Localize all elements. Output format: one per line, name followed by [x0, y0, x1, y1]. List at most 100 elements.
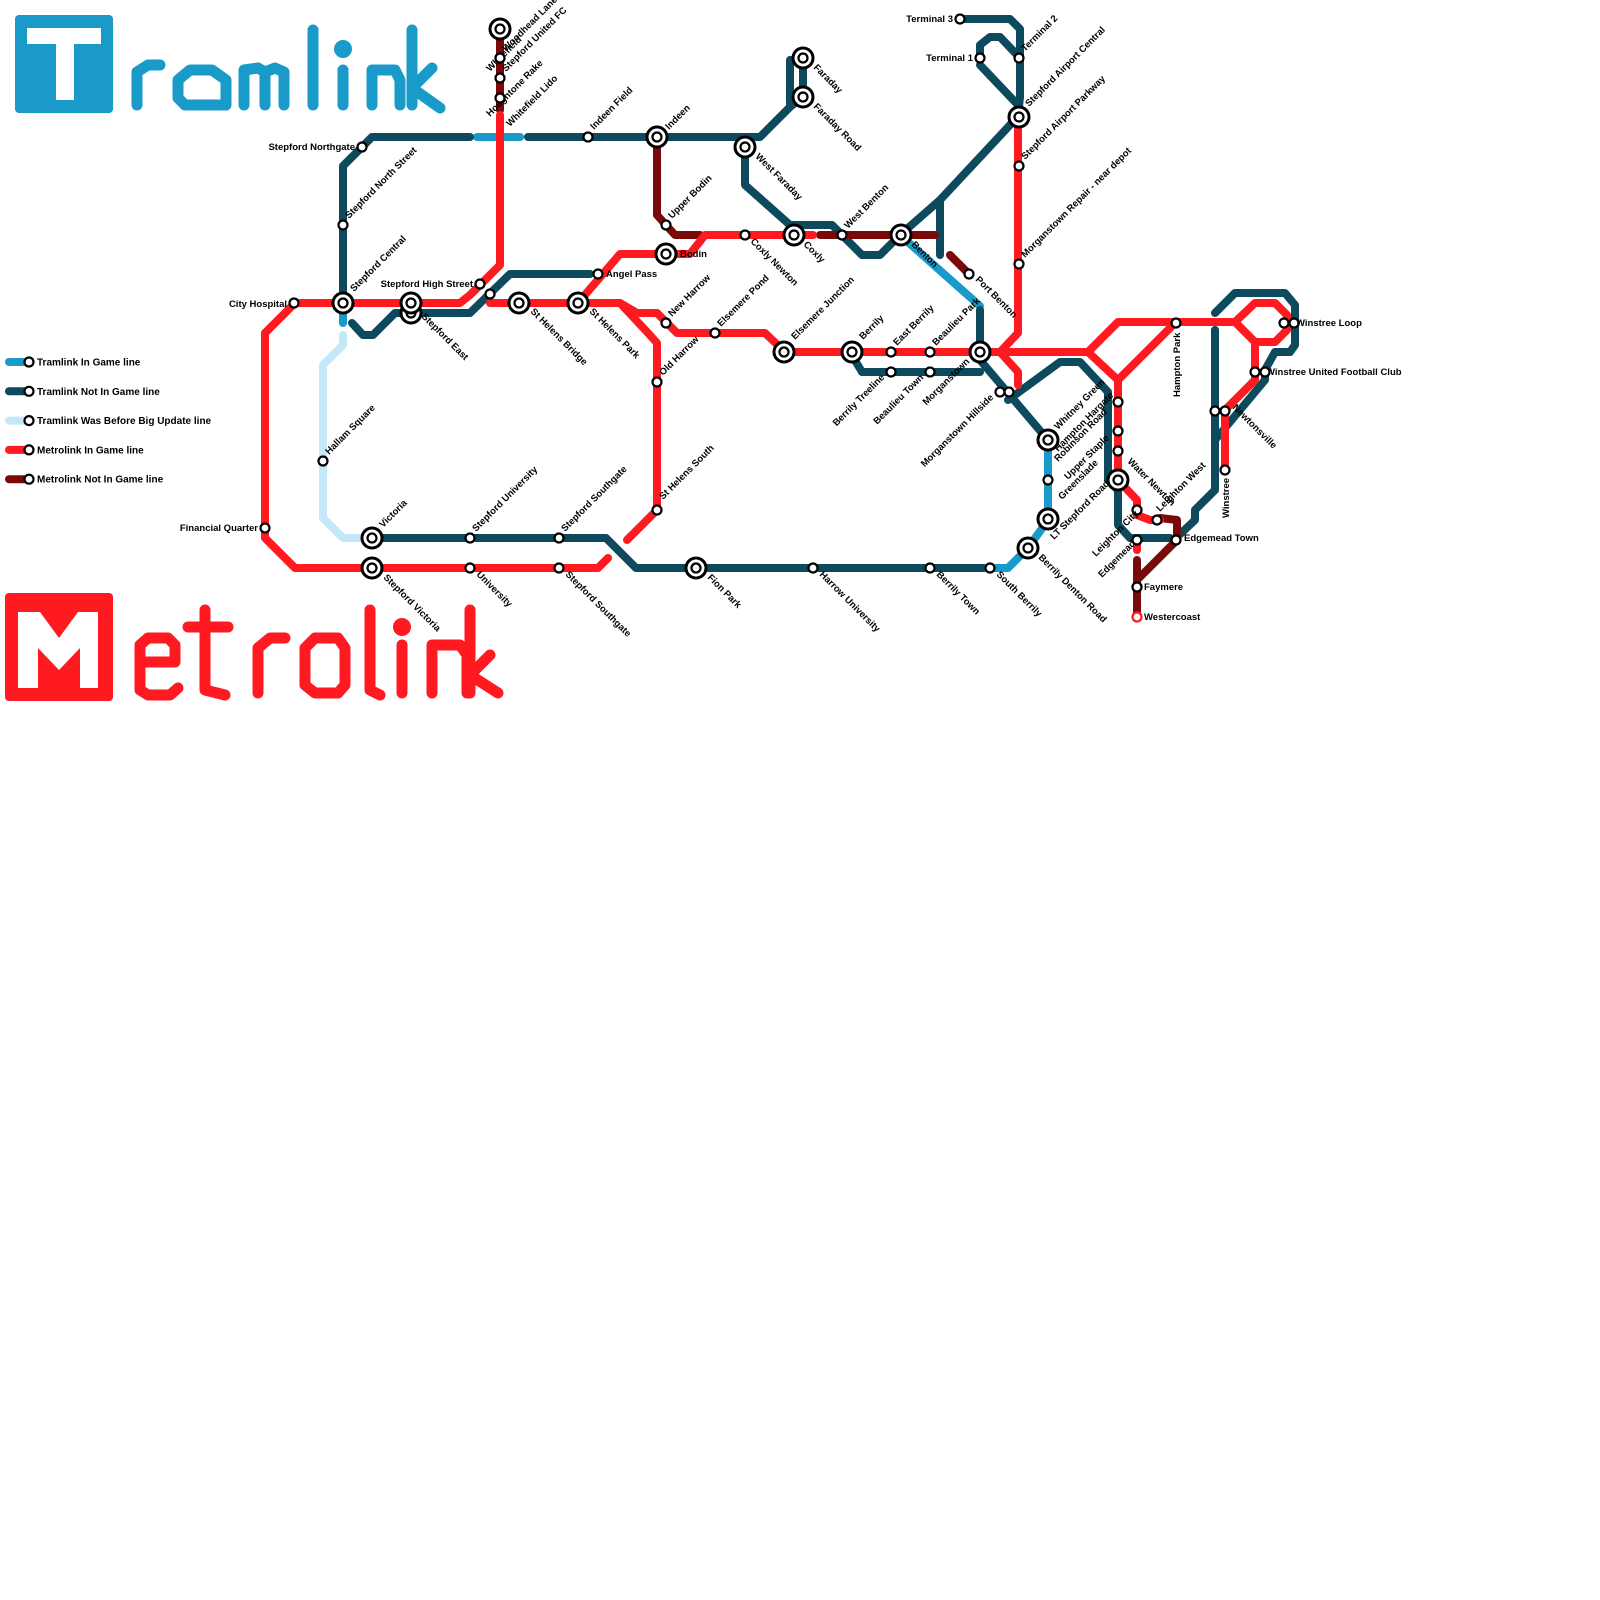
station-marker[interactable]: [1013, 160, 1025, 172]
station-upper-bodin[interactable]: Upper Bodin: [660, 173, 715, 231]
station-marker[interactable]: [337, 219, 349, 231]
station-elsemere-pond[interactable]: Elsemere Pond: [709, 273, 772, 339]
station-marker[interactable]: [1131, 611, 1143, 623]
station-marker-extra-1[interactable]: [484, 288, 496, 300]
station-marker[interactable]: [1249, 366, 1261, 378]
station-marker[interactable]: [885, 346, 897, 358]
station-marker[interactable]: [924, 366, 936, 378]
station-city-hospital[interactable]: City Hospital: [229, 297, 300, 311]
station-marker[interactable]: [1013, 258, 1025, 270]
station-label: Berrily: [857, 313, 887, 343]
station-marker[interactable]: [885, 366, 897, 378]
station-stepford-southgate[interactable]: Stepford Southgate: [553, 562, 633, 640]
interchange-inner: [797, 91, 809, 103]
station-marker[interactable]: [709, 327, 721, 339]
station-marker[interactable]: [592, 268, 604, 280]
line-metro-in-game-35: [1221, 299, 1291, 474]
station-label: Beaulieu Park: [930, 295, 983, 348]
station-angel-pass[interactable]: Angel Pass: [592, 268, 658, 280]
station-marker-extra-5[interactable]: [1209, 405, 1221, 417]
logos: [5, 15, 504, 701]
station-winstree-united-football-club[interactable]: Winstree United Football Club: [1249, 366, 1402, 378]
station-westercoast[interactable]: Westercoast: [1131, 611, 1202, 623]
station-marker[interactable]: [1151, 514, 1163, 526]
station-label: Terminal 2: [1019, 13, 1060, 54]
station-stepford-northgate[interactable]: Stepford Northgate: [268, 141, 368, 153]
station-marker[interactable]: [494, 52, 506, 64]
station-stepford-southgate[interactable]: Stepford Southgate: [553, 464, 630, 544]
station-label: Faymere: [1144, 582, 1183, 593]
station-marker[interactable]: [974, 52, 986, 64]
station-marker[interactable]: [494, 92, 506, 104]
station-marker[interactable]: [494, 72, 506, 84]
station-marker[interactable]: [836, 229, 848, 241]
station-label: Whitefield Lido: [504, 73, 560, 129]
station-marker[interactable]: [1042, 474, 1054, 486]
station-marker[interactable]: [356, 141, 368, 153]
station-financial-quarter[interactable]: Financial Quarter: [180, 522, 271, 534]
station-marker[interactable]: [474, 278, 486, 290]
station-marker[interactable]: [1112, 396, 1124, 408]
station-marker[interactable]: [924, 346, 936, 358]
station-marker[interactable]: [1219, 405, 1231, 417]
station-marker[interactable]: [1131, 534, 1143, 546]
legend-label: Metrolink Not In Game line: [37, 475, 164, 486]
station-harrow-university[interactable]: Harrow University: [807, 562, 883, 636]
station-marker[interactable]: [1219, 464, 1231, 476]
station-hallam-square[interactable]: Hallam Square: [317, 403, 378, 467]
station-marker[interactable]: [807, 562, 819, 574]
line-tram-before-update-0: [319, 331, 374, 542]
station-marker[interactable]: [1112, 425, 1124, 437]
station-marker[interactable]: [1170, 534, 1182, 546]
station-marker[interactable]: [651, 376, 663, 388]
station-marker[interactable]: [984, 562, 996, 574]
station-winstree[interactable]: Winstree: [1219, 464, 1233, 519]
interchange-inner: [974, 346, 986, 358]
station-marker[interactable]: [994, 386, 1006, 398]
station-marker[interactable]: [1112, 445, 1124, 457]
station-stepford-university[interactable]: Stepford University: [464, 464, 541, 544]
station-label: Stepford Airport Parkway: [1019, 73, 1108, 162]
station-marker[interactable]: [660, 317, 672, 329]
station-marker[interactable]: [1131, 504, 1143, 516]
legend-label: Tramlink Not In Game line: [37, 387, 160, 398]
station-marker-extra-4[interactable]: [1259, 366, 1271, 378]
station-faraday-road[interactable]: Faraday Road: [791, 85, 863, 154]
station-marker[interactable]: [582, 131, 594, 143]
line-metro-in-game-31: [1084, 348, 1122, 384]
station-edgemead-town[interactable]: Edgemead Town: [1170, 533, 1259, 546]
station-marker[interactable]: [553, 532, 565, 544]
station-west-benton[interactable]: West Benton: [836, 182, 892, 241]
station-marker[interactable]: [739, 229, 751, 241]
station-new-harrow[interactable]: New Harrow: [660, 272, 714, 329]
interchange-inner: [846, 346, 858, 358]
station-marker[interactable]: [464, 562, 476, 574]
station-marker-extra-3[interactable]: [1288, 317, 1300, 329]
station-marker[interactable]: [1013, 52, 1025, 64]
station-hampton-park[interactable]: Hampton Park: [1170, 317, 1184, 398]
station-marker[interactable]: [924, 562, 936, 574]
station-marker-extra-2[interactable]: [1003, 386, 1015, 398]
station-marker[interactable]: [259, 522, 271, 534]
station-terminal-1[interactable]: Terminal 1: [926, 52, 986, 64]
station-marker[interactable]: [553, 562, 565, 574]
station-winstree-loop[interactable]: Winstree Loop: [1278, 317, 1363, 329]
station-st-helens-south[interactable]: St Helens South: [651, 443, 717, 516]
station-terminal-3[interactable]: Terminal 3: [906, 13, 966, 25]
station-label: City Hospital: [229, 299, 287, 310]
station-marker[interactable]: [651, 504, 663, 516]
station-marker[interactable]: [954, 13, 966, 25]
station-marker[interactable]: [963, 268, 975, 280]
station-marker[interactable]: [1170, 317, 1182, 329]
station-label: LT Stepford Road: [1048, 478, 1112, 542]
station-marker[interactable]: [317, 455, 329, 467]
station-marker[interactable]: [464, 532, 476, 544]
station-marker[interactable]: [288, 297, 300, 309]
station-marker-extra-6[interactable]: [1131, 581, 1143, 593]
station-marker-extra-0[interactable]: [399, 291, 423, 315]
station-marker[interactable]: [1278, 317, 1290, 329]
station-bodin[interactable]: Bodin: [654, 242, 707, 266]
station-morganstown-repair-near-depot[interactable]: Morganstown Repair - near depot: [1013, 145, 1135, 270]
station-marker[interactable]: [660, 219, 672, 231]
station-stepford-high-street[interactable]: Stepford High Street: [381, 278, 486, 290]
